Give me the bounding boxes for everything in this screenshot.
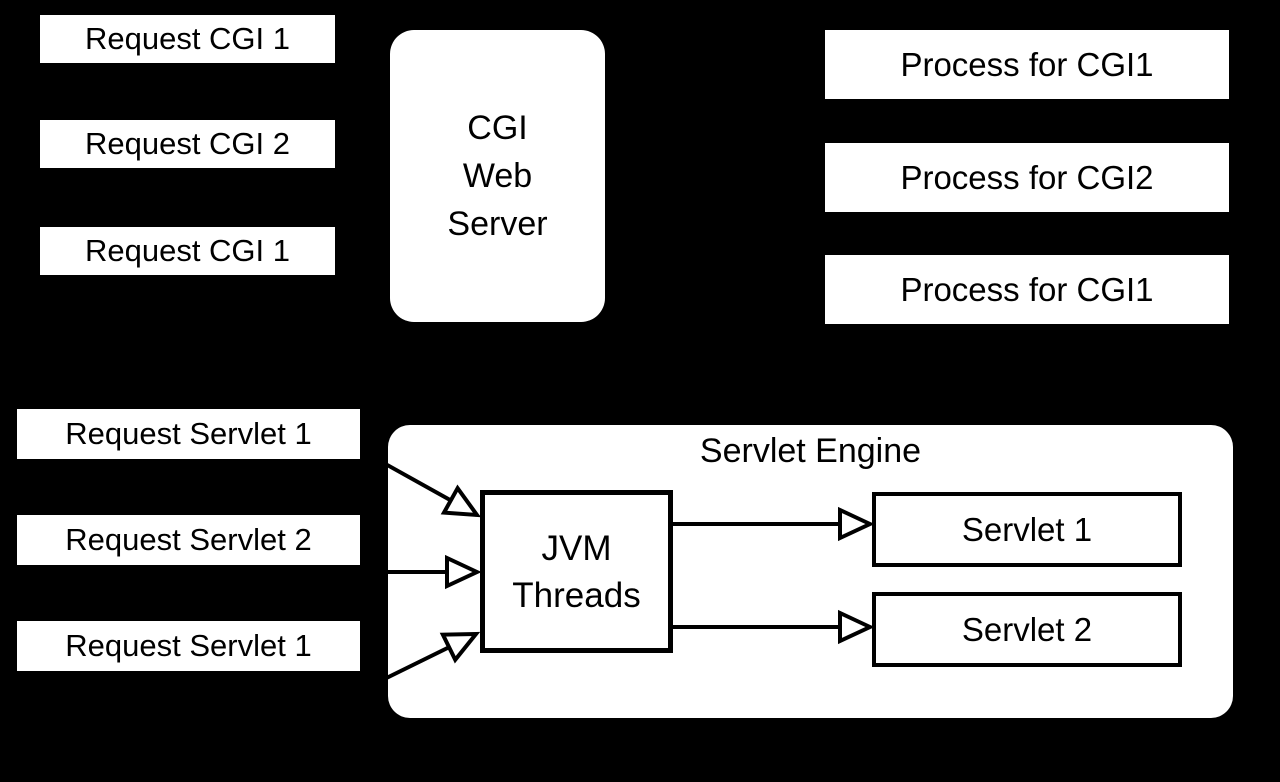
process-cgi1-box: Process for CGI1: [825, 30, 1229, 99]
jvm-threads-box: JVM Threads: [480, 490, 673, 653]
arrow-request1-to-jvm: [363, 450, 482, 518]
arrow-request3-to-jvm: [361, 631, 481, 692]
process-cgi2-box: Process for CGI2: [825, 143, 1229, 212]
process-cgi1-b-box: Process for CGI1: [825, 255, 1229, 324]
jvm-threads-line-1: JVM: [541, 528, 612, 568]
servlet-1-box: Servlet 1: [872, 492, 1182, 567]
request-cgi-2-box: Request CGI 2: [40, 120, 335, 168]
request-servlet-3-box: Request Servlet 1: [17, 621, 360, 671]
servlet-engine-title: Servlet Engine: [699, 432, 922, 470]
cgi-web-server-line-2: Web: [462, 157, 533, 195]
cgi-web-server-line-3: Server: [447, 205, 548, 243]
request-servlet-2-box: Request Servlet 2: [17, 515, 360, 565]
request-cgi-3-box: Request CGI 1: [40, 227, 335, 275]
cgi-web-server-box: CGI Web Server: [390, 30, 605, 322]
jvm-threads-line-2: Threads: [512, 575, 641, 615]
request-servlet-1-box: Request Servlet 1: [17, 409, 360, 459]
cgi-web-server-line-1: CGI: [467, 109, 528, 147]
request-cgi-1-box: Request CGI 1: [40, 15, 335, 63]
servlet-2-box: Servlet 2: [872, 592, 1182, 667]
